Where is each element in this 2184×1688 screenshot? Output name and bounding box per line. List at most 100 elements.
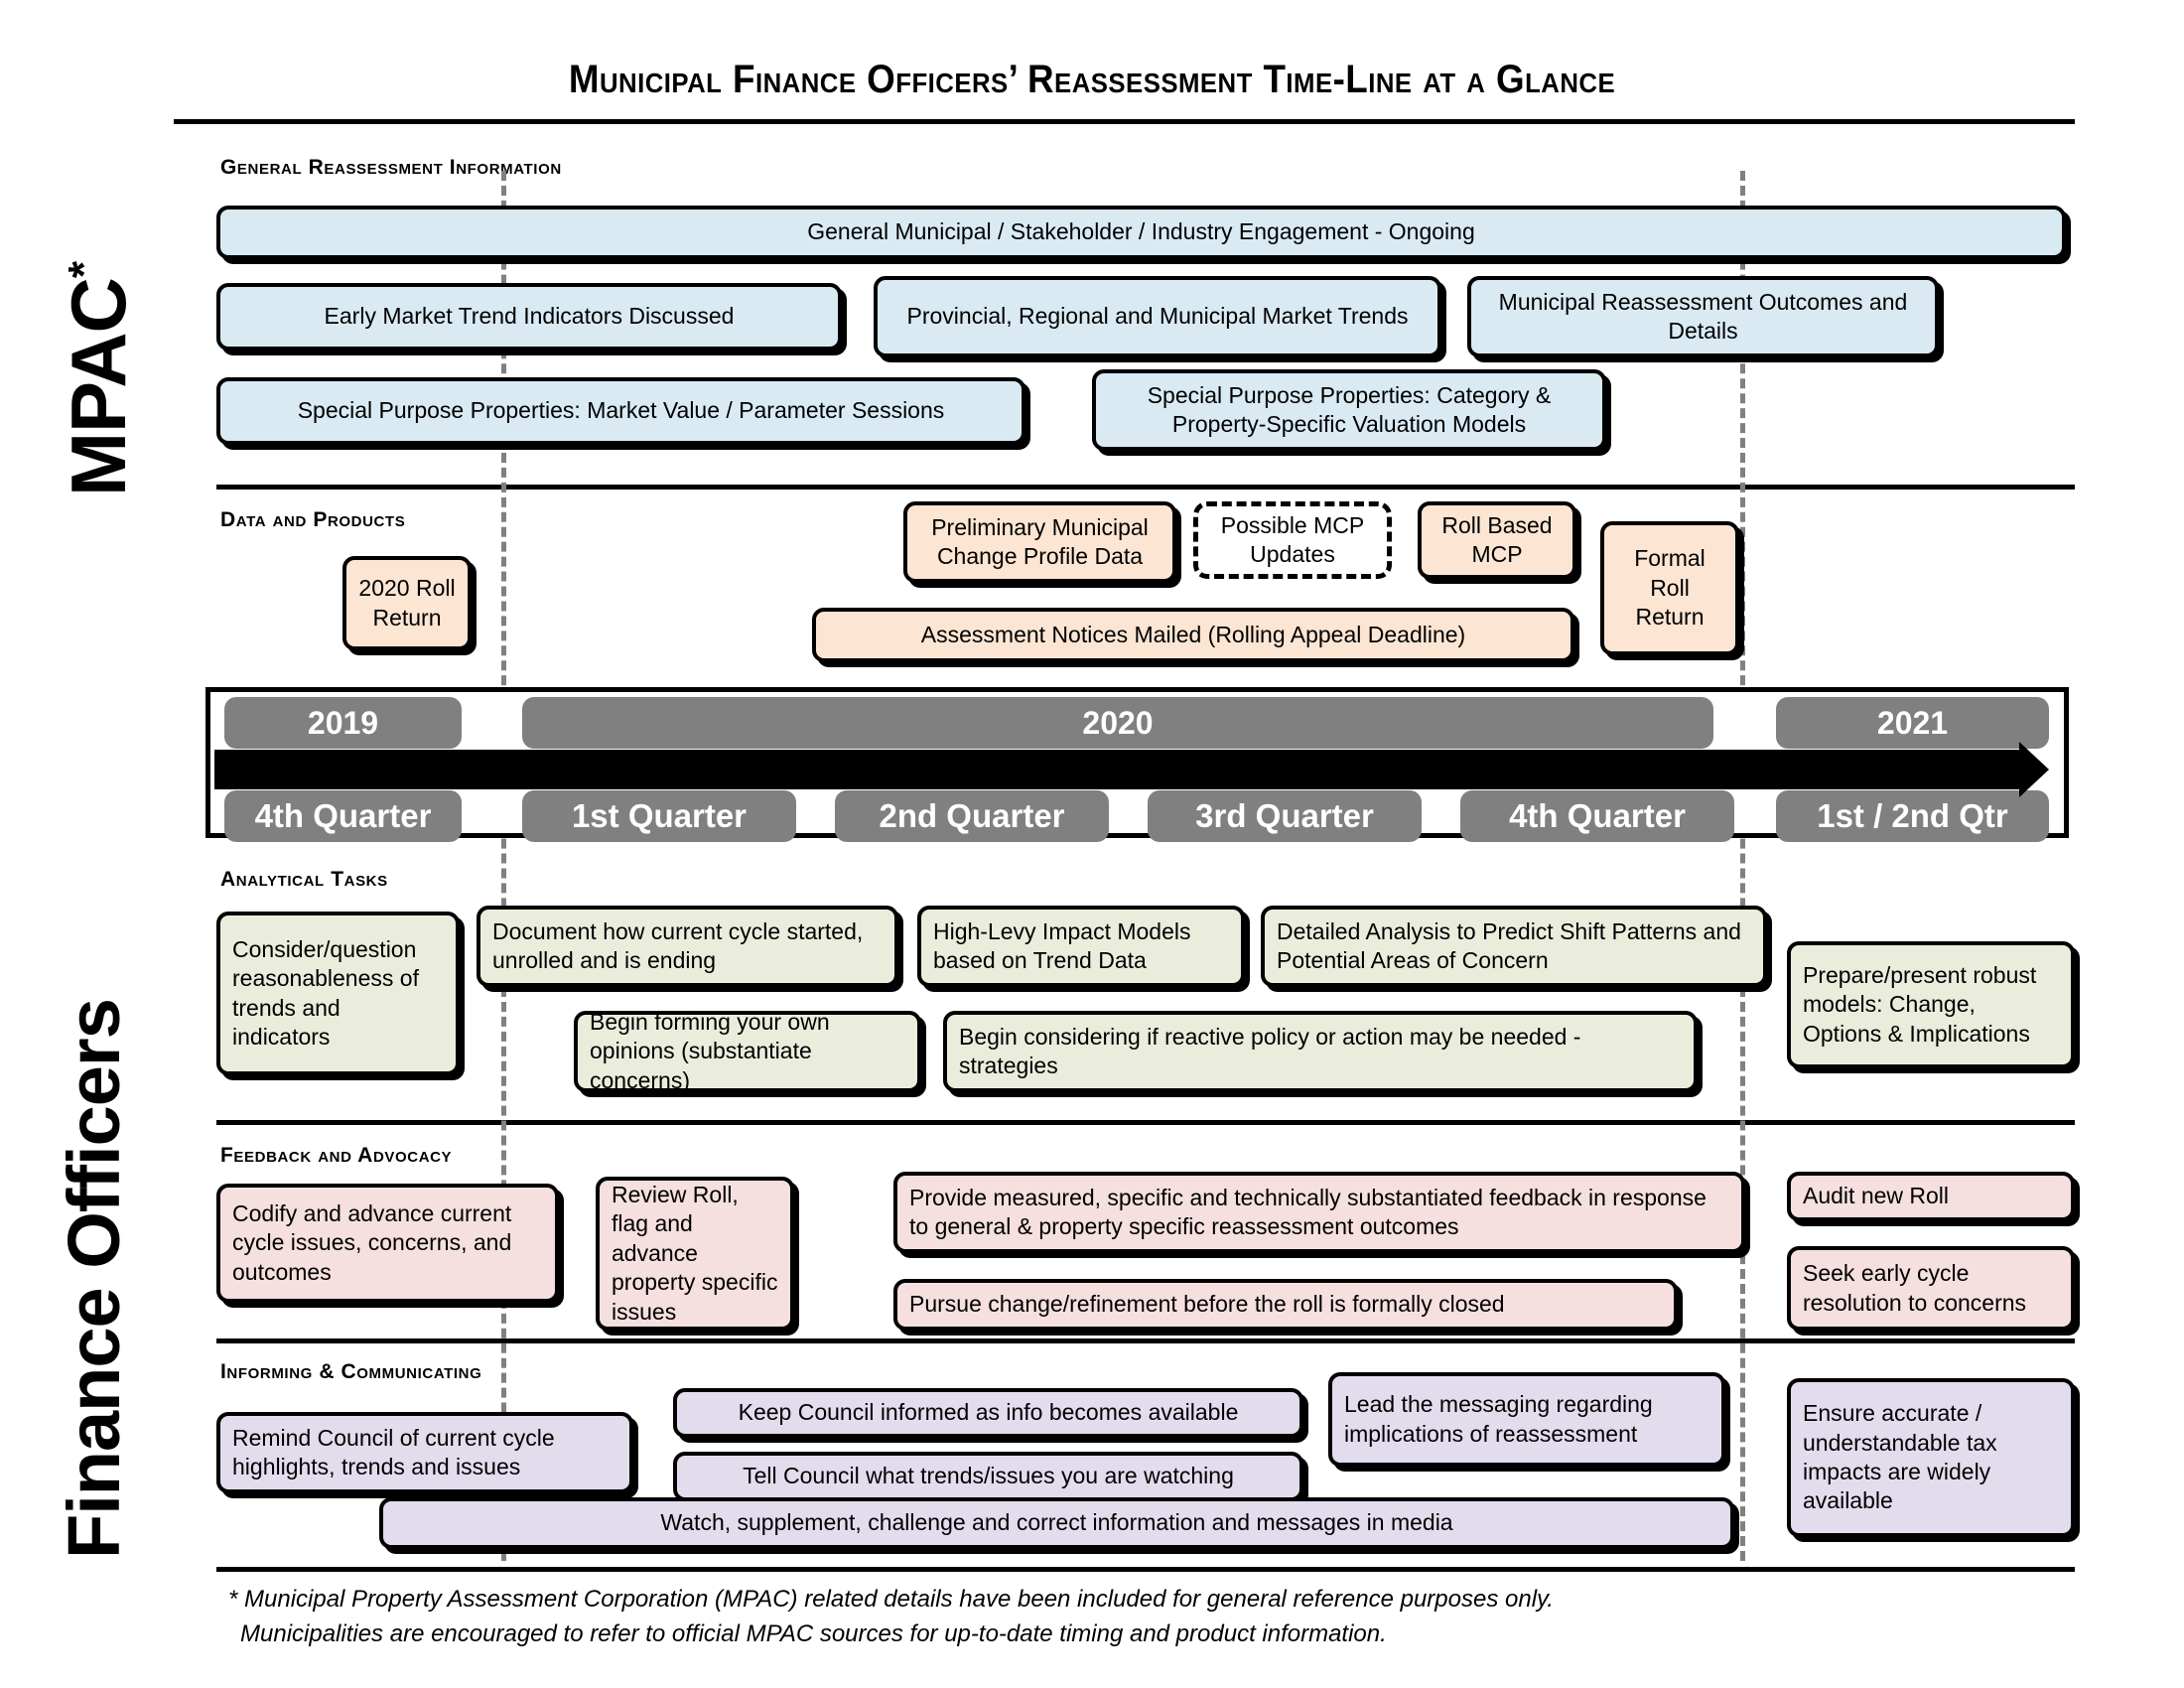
timeline-arrow-head (2019, 742, 2049, 797)
box-label: Seek early cycle resolution to concerns (1803, 1260, 2027, 1316)
title-underline (174, 119, 2075, 124)
box-label: Formal Roll Return (1634, 545, 1706, 631)
timeline-quarter-label: 3rd Quarter (1195, 797, 1374, 834)
box-label: Watch, supplement, challenge and correct… (660, 1509, 1453, 1536)
section-divider-3 (216, 1338, 2075, 1343)
feedback-box-seek-early-resolution[interactable]: Seek early cycle resolution to concerns (1787, 1246, 2075, 1331)
general-box-engagement[interactable]: General Municipal / Stakeholder / Indust… (216, 206, 2066, 259)
box-label: Detailed Analysis to Predict Shift Patte… (1277, 917, 1741, 973)
box-label: Document how current cycle started, unro… (492, 917, 864, 973)
analytical-box-high-levy-models[interactable]: High-Levy Impact Models based on Trend D… (917, 906, 1245, 987)
timeline-arrow-shaft (214, 750, 2019, 789)
data-box-assessment-notices[interactable]: Assessment Notices Mailed (Rolling Appea… (812, 608, 1574, 662)
box-label: 2020 Roll Return (358, 575, 456, 631)
quarter-guide-right (1740, 171, 1745, 1561)
timeline-quarter-label: 1st Quarter (571, 797, 748, 834)
informing-box-remind-council[interactable]: Remind Council of current cycle highligh… (216, 1412, 633, 1493)
footnote-line-2: Municipalities are encouraged to refer t… (240, 1619, 1387, 1647)
section-header-general: General Reassessment Information (220, 156, 562, 179)
section-divider-2 (216, 1120, 2075, 1125)
box-label: Review Roll, flag and advance property s… (612, 1181, 778, 1325)
timeline-quarter-2020-q4[interactable]: 4th Quarter (1460, 790, 1734, 842)
footnote-line-1: * Municipal Property Assessment Corporat… (228, 1586, 1554, 1613)
timeline-year-label: 2021 (1876, 704, 1949, 741)
analytical-box-consider-question[interactable]: Consider/question reasonableness of tren… (216, 912, 460, 1075)
section-header-analytical: Analytical Tasks (220, 868, 388, 891)
box-label: Keep Council informed as info becomes av… (738, 1399, 1239, 1426)
box-label: Special Purpose Properties: Market Value… (297, 397, 945, 424)
box-label: High-Levy Impact Models based on Trend D… (933, 917, 1191, 973)
timeline-quarter-2019-q4[interactable]: 4th Quarter (224, 790, 462, 842)
timeline-year-2020[interactable]: 2020 (522, 697, 1713, 749)
feedback-box-codify-advance[interactable]: Codify and advance current cycle issues,… (216, 1184, 559, 1303)
box-label: Codify and advance current cycle issues,… (232, 1199, 512, 1285)
timeline-year-label: 2020 (1082, 704, 1154, 741)
box-label: Provide measured, specific and technical… (909, 1184, 1706, 1239)
analytical-box-detailed-analysis[interactable]: Detailed Analysis to Predict Shift Patte… (1261, 906, 1767, 987)
general-box-market-trends[interactable]: Provincial, Regional and Municipal Marke… (874, 276, 1441, 357)
section-header-data: Data and Products (220, 508, 406, 531)
box-label: Ensure accurate / understandable tax imp… (1803, 1400, 1997, 1514)
timeline-quarter-label: 2nd Quarter (879, 797, 1065, 834)
general-box-spp-category[interactable]: Special Purpose Properties: Category & P… (1092, 369, 1606, 451)
analytical-box-begin-forming-opinions[interactable]: Begin forming your own opinions (substan… (574, 1008, 921, 1093)
data-box-possible-mcp-updates[interactable]: Possible MCP Updates (1193, 501, 1392, 579)
timeline-quarter-label: 1st / 2nd Qtr (1817, 797, 2008, 834)
box-label: Remind Council of current cycle highligh… (232, 1424, 555, 1479)
analytical-box-document-cycle[interactable]: Document how current cycle started, unro… (477, 906, 898, 987)
page-title: Municipal Finance Officers’ Reassessment… (568, 58, 1616, 101)
section-divider-4 (216, 1567, 2075, 1572)
timeline-quarter-2020-q1[interactable]: 1st Quarter (522, 790, 796, 842)
box-label: Lead the messaging regarding implication… (1344, 1391, 1653, 1447)
timeline-quarter-2021-q1q2[interactable]: 1st / 2nd Qtr (1776, 790, 2049, 842)
timeline-quarter-2020-q3[interactable]: 3rd Quarter (1148, 790, 1422, 842)
side-label-mpac-text: MPAC (55, 278, 142, 496)
box-label: Provincial, Regional and Municipal Marke… (906, 303, 1409, 330)
general-box-early-market-trends[interactable]: Early Market Trend Indicators Discussed (216, 283, 842, 351)
side-label-finance-officers: Finance Officers (53, 999, 135, 1559)
feedback-box-review-roll[interactable]: Review Roll, flag and advance property s… (596, 1177, 794, 1331)
side-label-mpac: MPAC* (55, 262, 142, 496)
footnote: * Municipal Property Assessment Corporat… (228, 1583, 2045, 1652)
timeline-quarter-2020-q2[interactable]: 2nd Quarter (835, 790, 1109, 842)
side-label-mpac-asterisk: * (60, 262, 108, 279)
timeline-quarter-label: 4th Quarter (254, 797, 432, 834)
box-label: General Municipal / Stakeholder / Indust… (807, 218, 1475, 245)
box-label: Municipal Reassessment Outcomes and Deta… (1498, 288, 1908, 344)
informing-box-watch-media[interactable]: Watch, supplement, challenge and correct… (379, 1497, 1734, 1549)
informing-box-keep-council-informed[interactable]: Keep Council informed as info becomes av… (673, 1388, 1303, 1438)
box-label: Possible MCP Updates (1220, 511, 1365, 567)
feedback-box-pursue-change[interactable]: Pursue change/refinement before the roll… (893, 1279, 1678, 1331)
data-box-formal-roll-return[interactable]: Formal Roll Return (1600, 521, 1739, 655)
box-label: Audit new Roll (1803, 1183, 1950, 1209)
feedback-box-provide-feedback[interactable]: Provide measured, specific and technical… (893, 1172, 1745, 1253)
informing-box-lead-messaging[interactable]: Lead the messaging regarding implication… (1328, 1372, 1725, 1467)
box-label: Begin considering if reactive policy or … (959, 1023, 1581, 1078)
analytical-box-begin-considering-policy[interactable]: Begin considering if reactive policy or … (943, 1011, 1698, 1092)
box-label: Prepare/present robust models: Change, O… (1803, 961, 2037, 1047)
informing-box-ensure-accurate-tax[interactable]: Ensure accurate / understandable tax imp… (1787, 1378, 2075, 1537)
section-header-informing: Informing & Communicating (220, 1360, 482, 1383)
box-label: Special Purpose Properties: Category & P… (1147, 381, 1552, 437)
box-label: Assessment Notices Mailed (Rolling Appea… (920, 621, 1466, 647)
quarter-guide-left (501, 171, 506, 1561)
section-divider-1 (216, 485, 2075, 490)
informing-box-tell-council-trends[interactable]: Tell Council what trends/issues you are … (673, 1452, 1303, 1501)
feedback-box-audit-new-roll[interactable]: Audit new Roll (1787, 1172, 2075, 1221)
box-label: Tell Council what trends/issues you are … (743, 1463, 1234, 1489)
general-box-reassessment-outcomes[interactable]: Municipal Reassessment Outcomes and Deta… (1467, 276, 1939, 357)
data-box-2020-roll-return[interactable]: 2020 Roll Return (342, 556, 472, 650)
analytical-box-prepare-models[interactable]: Prepare/present robust models: Change, O… (1787, 941, 2075, 1068)
general-box-spp-market-value[interactable]: Special Purpose Properties: Market Value… (216, 377, 1025, 445)
data-box-preliminary-mcp-data[interactable]: Preliminary Municipal Change Profile Dat… (903, 501, 1176, 583)
box-label: Begin forming your own opinions (substan… (590, 1008, 830, 1093)
box-label: Preliminary Municipal Change Profile Dat… (931, 513, 1149, 569)
timeline-year-2021[interactable]: 2021 (1776, 697, 2049, 749)
data-box-roll-based-mcp[interactable]: Roll Based MCP (1418, 501, 1576, 579)
box-label: Pursue change/refinement before the roll… (909, 1291, 1505, 1318)
box-label: Consider/question reasonableness of tren… (232, 935, 419, 1050)
timeline-year-2019[interactable]: 2019 (224, 697, 462, 749)
section-header-feedback: Feedback and Advocacy (220, 1144, 453, 1167)
side-label-finance-officers-text: Finance Officers (53, 999, 135, 1559)
